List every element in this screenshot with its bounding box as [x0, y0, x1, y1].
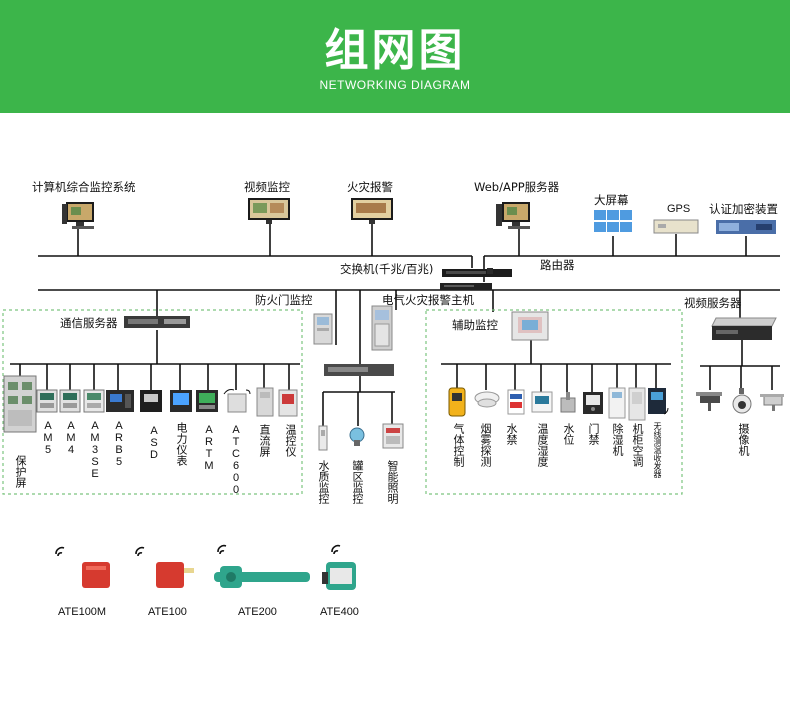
label-water-level: 水位	[562, 423, 575, 445]
page-subtitle: NETWORKING DIAGRAM	[319, 78, 471, 92]
fire-alarm-monitor-icon	[351, 198, 393, 224]
label-electrical-fire-host: 电气火灾报警主机	[382, 293, 474, 307]
tank-monitor-icon	[349, 427, 365, 446]
label-smoke-detection: 烟雾探测	[479, 423, 492, 467]
cabinet-ac-icon	[628, 387, 646, 421]
gas-detector-icon	[448, 387, 466, 417]
label-tank-monitor: 罐区监控	[351, 460, 364, 504]
label-cabinet-ac: 机柜空调	[631, 423, 644, 467]
label-gps: GPS	[667, 203, 691, 215]
web-server-monitor-icon	[496, 202, 530, 229]
label-aux-monitor: 辅助监控	[452, 318, 498, 332]
label-asd: ASD	[148, 425, 160, 461]
page-title: 组网图	[324, 25, 466, 76]
label-ate100m: ATE100M	[58, 606, 107, 618]
ate100m-sensor-icon	[55, 546, 110, 588]
water-level-sensor-icon	[560, 392, 576, 413]
label-protection-panel: 保护屏	[14, 455, 27, 488]
ate400-sensor-icon	[322, 544, 356, 590]
label-router: 路由器	[540, 258, 575, 272]
am3se-device-icon	[83, 389, 105, 413]
dehumidifier-icon	[608, 387, 626, 419]
bullet-camera-icon	[696, 392, 722, 411]
label-dc-panel: 直流屏	[258, 424, 271, 457]
video-server-nvr-icon	[711, 317, 777, 340]
fire-door-panel-icon	[313, 313, 333, 345]
encryption-device-icon	[716, 220, 776, 234]
smart-lighting-icon	[382, 423, 404, 449]
label-artm: ARTM	[203, 424, 215, 472]
label-switch: 交换机(千兆/百兆)	[340, 262, 434, 276]
am5-device-icon	[36, 389, 58, 413]
ate100-sensor-icon	[135, 546, 194, 588]
label-gas-control: 气体控制	[452, 423, 465, 467]
label-ate400: ATE400	[320, 606, 359, 618]
label-web-server: Web/APP服务器	[474, 180, 560, 194]
label-arb5: ARB5	[113, 420, 125, 468]
label-big-screen: 大屏幕	[594, 193, 629, 207]
smoke-detector-icon	[474, 391, 500, 408]
label-ate100: ATE100	[148, 606, 187, 618]
temp-humidity-sensor-icon	[531, 391, 553, 413]
label-fire-door-monitor: 防火门监控	[255, 293, 313, 307]
water-leak-sensor-icon	[507, 389, 525, 415]
dome-camera-icon	[732, 388, 752, 414]
label-video-server: 视频服务器	[684, 296, 742, 310]
asd-device-icon	[140, 390, 162, 412]
label-water-quality: 水质监控	[317, 460, 330, 504]
access-control-icon	[583, 392, 603, 414]
dc-panel-icon	[256, 387, 274, 417]
label-dehumidifier: 除湿机	[611, 423, 624, 456]
comm-server-icon	[124, 316, 190, 328]
label-temp-humidity: 温度湿度	[536, 423, 549, 467]
video-monitor-icon	[248, 198, 290, 224]
label-video-monitor: 视频监控	[244, 180, 290, 194]
aux-monitor-host-icon	[511, 311, 549, 341]
atc600-device-icon	[223, 389, 251, 413]
label-fire-alarm: 火灾报警	[347, 180, 393, 194]
fire-host-rack-icon	[324, 364, 394, 376]
label-wireless-temp-transceiver: 无线测温收发器	[653, 422, 662, 478]
temp-controller-icon	[278, 389, 298, 417]
label-computer-system: 计算机综合监控系统	[32, 180, 136, 194]
label-temp-controller: 温控仪	[284, 424, 297, 457]
computer-monitor-icon	[62, 202, 94, 229]
electrical-fire-host-icon	[371, 305, 393, 351]
am4-device-icon	[59, 389, 81, 413]
label-am5: AM5	[42, 420, 54, 456]
ptz-camera-icon	[760, 394, 784, 411]
label-cameras: 摄像机	[737, 423, 750, 456]
ate200-sensor-icon	[214, 544, 310, 588]
label-smart-lighting: 智能照明	[386, 460, 399, 504]
artm-device-icon	[196, 390, 218, 412]
water-quality-sensor-icon	[318, 425, 328, 451]
protection-panel-icon	[3, 375, 37, 433]
arb5-device-icon	[106, 390, 134, 412]
label-atc600: ATC600	[230, 424, 242, 496]
big-screen-icon	[594, 210, 632, 232]
label-power-meter: 电力仪表	[175, 422, 188, 466]
header-banner: 组网图 NETWORKING DIAGRAM	[0, 0, 790, 113]
gps-device-icon	[653, 219, 699, 234]
power-meter-icon	[170, 390, 192, 412]
label-access-control: 门禁	[587, 423, 600, 445]
label-water-leak: 水禁	[505, 423, 518, 445]
label-ate200: ATE200	[238, 606, 277, 618]
label-am3se: AM3SE	[89, 420, 101, 480]
wireless-temp-transceiver-icon	[648, 388, 669, 415]
label-encryption-device: 认证加密装置	[709, 202, 778, 216]
label-comm-server: 通信服务器	[60, 316, 118, 330]
label-am4: AM4	[65, 420, 77, 456]
